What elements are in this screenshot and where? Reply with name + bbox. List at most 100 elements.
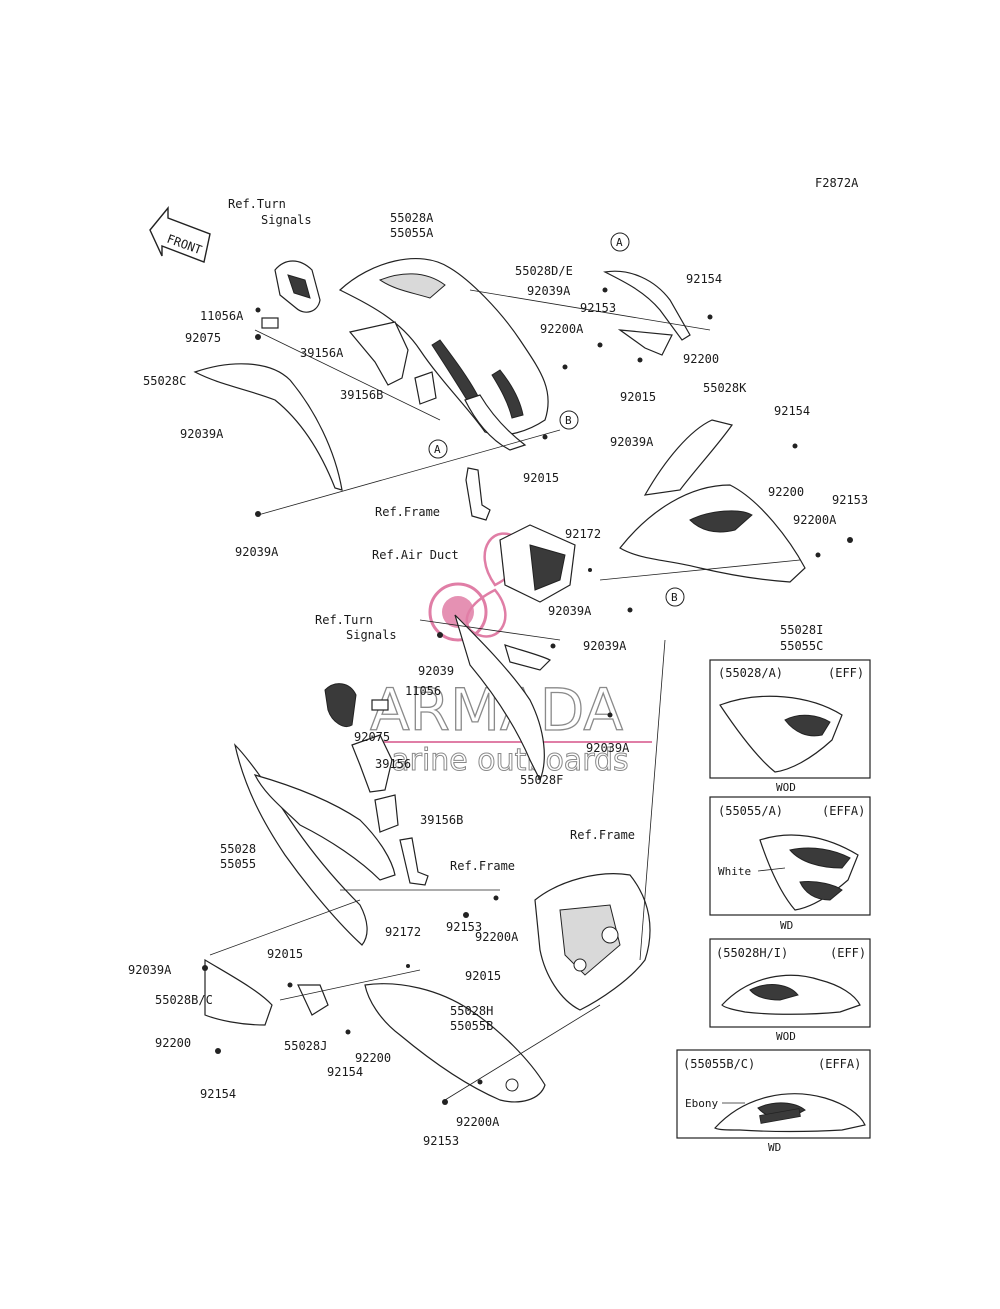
part-label: 55028J	[284, 1039, 327, 1053]
part-label: 39156A	[300, 346, 344, 360]
front-arrow: FRONT	[149, 206, 211, 263]
reference-labels: Ref.Turn Signals Ref.Turn Signals Ref.Fr…	[228, 197, 635, 873]
part-label: A	[616, 236, 623, 249]
part-number-labels: 55028A 55055A 55028D/E 92039A 92154 9215…	[128, 211, 868, 1148]
part-label: 92154	[327, 1065, 363, 1079]
part-label: 92075	[354, 730, 390, 744]
leader-lines	[209, 289, 801, 1101]
lower-frame	[534, 873, 651, 1011]
part-label: 92200A	[793, 513, 837, 527]
heat-shield-39156b-mid	[374, 794, 399, 833]
part-label: 55028D/E	[515, 264, 573, 278]
upper-cowl-55028a	[338, 257, 549, 451]
part-label: 11056	[405, 684, 441, 698]
marker-a-top: A	[610, 232, 630, 252]
ref-frame-bottom: Ref.Frame	[570, 828, 635, 842]
part-label: 39156B	[340, 388, 383, 402]
ref-turn-top-line1: Ref.Turn	[228, 197, 286, 211]
part-label: 55055C	[780, 639, 823, 653]
part-label: 55028A	[390, 211, 434, 225]
part-label: A	[434, 443, 441, 456]
ref-air-duct: Ref.Air Duct	[372, 548, 459, 562]
part-label: 55028C	[143, 374, 186, 388]
part-label: 92200A	[540, 322, 584, 336]
turn-signal-bracket-top	[261, 260, 321, 329]
part-label: 55028B/C	[155, 993, 213, 1007]
air-duct	[499, 524, 576, 603]
part-label: 92039A	[548, 604, 592, 618]
ref-turn-mid-line1: Ref.Turn	[315, 613, 373, 627]
side-panel-55028c	[193, 363, 343, 491]
part-label: 55055B	[450, 1019, 493, 1033]
ref-frame-lower: Ref.Frame	[450, 859, 515, 873]
side-cowl-55028i	[619, 484, 806, 583]
variant-box-1: (55028/A) (EFF) WOD	[709, 659, 871, 794]
variant-box-4: (55055B/C) (EFFA) Ebony WD	[676, 1049, 871, 1154]
figure-code: F2872A	[815, 176, 859, 190]
part-label: 92075	[185, 331, 221, 345]
part-label: 92039A	[583, 639, 627, 653]
part-label: 55028	[220, 842, 256, 856]
part-label: 92039A	[128, 963, 172, 977]
part-label: 55055	[220, 857, 256, 871]
marker-b-upper: B	[559, 410, 579, 430]
part-label: 55028F	[520, 773, 563, 787]
part-label: WD	[768, 1141, 781, 1154]
part-label: 92172	[565, 527, 601, 541]
frame-bracket-upper	[465, 467, 491, 521]
part-label: White	[718, 865, 751, 878]
part-label: 55028I	[780, 623, 823, 637]
part-label: 92015	[465, 969, 501, 983]
panel-55028bc	[204, 958, 273, 1026]
part-label: 92153	[423, 1134, 459, 1148]
part-label: 55055A	[390, 226, 434, 240]
part-label: 92015	[620, 390, 656, 404]
part-label: 92172	[385, 925, 421, 939]
side-cowl-55028k	[643, 419, 733, 496]
part-label: 92039A	[180, 427, 224, 441]
part-label: 92154	[200, 1087, 236, 1101]
belly-pan-55028h	[364, 983, 546, 1103]
part-label: WOD	[776, 781, 796, 794]
bracket-55028j	[297, 984, 329, 1016]
turn-signal-bracket-mid	[324, 683, 389, 727]
variant-box-2: (EFFA) (55055/A) (EFFA) White WD	[709, 796, 871, 932]
part-label: 92153	[446, 920, 482, 934]
ref-frame-upper: Ref.Frame	[375, 505, 440, 519]
watermark-tagline: marine outboards	[362, 743, 629, 778]
marker-a-mid: A	[428, 439, 448, 459]
part-label: 39156	[375, 757, 411, 771]
part-label: (55055/A)	[718, 804, 783, 818]
marker-b-lower: B	[665, 587, 685, 607]
panel-55028de	[603, 270, 691, 356]
heat-shield-39156a	[348, 321, 409, 386]
part-label: WOD	[776, 1030, 796, 1043]
frame-bracket-lower	[399, 837, 429, 886]
heat-shield-39156b-top	[414, 371, 437, 405]
part-label: 92015	[523, 471, 559, 485]
part-label: 92200A	[475, 930, 519, 944]
part-label: 39156B	[420, 813, 463, 827]
part-label: 55028H	[450, 1004, 493, 1018]
part-label: 92154	[774, 404, 810, 418]
part-label: 92153	[580, 301, 616, 315]
part-label: Ebony	[685, 1097, 718, 1110]
part-label: 92039A	[610, 435, 654, 449]
part-label: 92153	[832, 493, 868, 507]
ref-turn-top-line2: Signals	[261, 213, 312, 227]
part-label: (EFFA)	[818, 1057, 861, 1071]
part-label: (55055B/C)	[683, 1057, 755, 1071]
part-label: (EFFA)	[822, 804, 865, 818]
part-label: 92200	[155, 1036, 191, 1050]
ref-turn-mid-line2: Signals	[346, 628, 397, 642]
part-label: B	[565, 414, 572, 427]
part-label: 92039A	[235, 545, 279, 559]
part-label: (55028H/I)	[716, 946, 788, 960]
part-label: 92154	[686, 272, 722, 286]
part-label: 92015	[267, 947, 303, 961]
inner-panel-55028f	[454, 614, 552, 782]
part-label: WD	[780, 919, 793, 932]
part-label: (EFF)	[830, 946, 866, 960]
lower-cowl-55028	[233, 743, 396, 946]
